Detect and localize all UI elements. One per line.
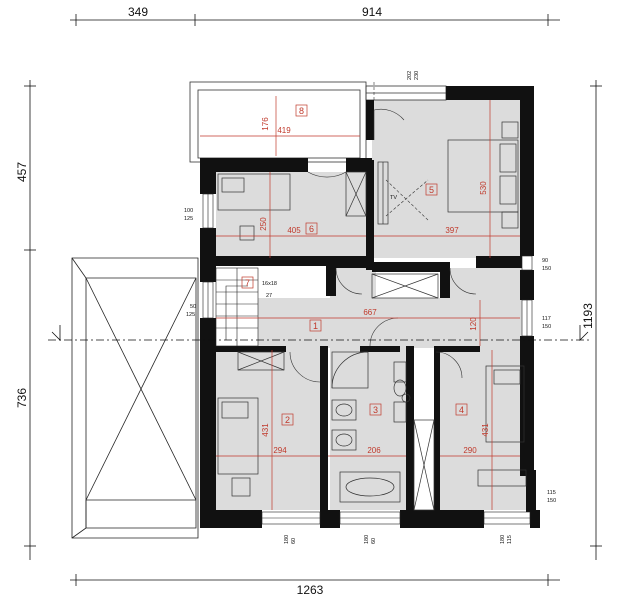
room-number-3: 3 bbox=[373, 405, 378, 415]
stair-sub-label: 27 bbox=[266, 293, 272, 299]
dim-r3-h: 206 bbox=[367, 446, 381, 455]
dim-r2-h: 294 bbox=[273, 446, 287, 455]
dim-right: 1193 bbox=[581, 303, 595, 329]
interior-dimension-labels: 419 176 405 250 397 530 667 120 294 431 … bbox=[259, 117, 490, 455]
dim-top-left: 349 bbox=[128, 5, 148, 19]
floor-fills bbox=[216, 100, 526, 510]
section-line bbox=[48, 325, 592, 341]
dim-bottom: 1263 bbox=[297, 583, 324, 597]
window-label: 150 bbox=[542, 266, 551, 272]
window-label: 90 bbox=[542, 258, 548, 264]
door-swings bbox=[289, 80, 477, 383]
window-label: 180 bbox=[364, 535, 370, 544]
window-label: 117 bbox=[542, 316, 551, 322]
window-label: 202 bbox=[407, 71, 413, 80]
windows bbox=[202, 193, 533, 525]
window-label: 180 bbox=[500, 535, 506, 544]
dim-r8-h: 419 bbox=[277, 126, 291, 135]
room-number-7: 7 bbox=[245, 278, 250, 288]
staircase bbox=[215, 267, 259, 347]
dim-r1-v: 120 bbox=[469, 317, 478, 331]
window-label: 125 bbox=[184, 216, 193, 222]
window-labels: 202 230 100 125 50 125 90 150 117 150 11… bbox=[184, 71, 556, 544]
window-label: 100 bbox=[184, 208, 193, 214]
window-label: 115 bbox=[547, 490, 556, 496]
overall-dimension-lines bbox=[24, 14, 602, 586]
window-label: 60 bbox=[371, 538, 377, 544]
window-label: 150 bbox=[542, 324, 551, 330]
dim-r4-v: 431 bbox=[481, 423, 490, 437]
stair-label: 16x18 bbox=[262, 281, 277, 287]
room-number-5: 5 bbox=[429, 185, 434, 195]
room-number-1: 1 bbox=[313, 321, 318, 331]
dim-r5-v: 530 bbox=[479, 181, 488, 195]
dim-left-upper: 457 bbox=[15, 162, 29, 182]
room-number-6: 6 bbox=[309, 224, 314, 234]
walls bbox=[200, 86, 540, 528]
dim-r1-h: 667 bbox=[363, 308, 377, 317]
dim-r4-h: 290 bbox=[463, 446, 477, 455]
room-number-2: 2 bbox=[285, 415, 290, 425]
window-label: 150 bbox=[547, 498, 556, 504]
window-label: 125 bbox=[186, 312, 195, 318]
room-numbers: 8 6 5 7 1 2 3 4 bbox=[241, 104, 468, 426]
furniture bbox=[217, 121, 527, 511]
window-label: 230 bbox=[414, 71, 420, 80]
overall-dimension-labels: 349 914 1263 457 736 1193 bbox=[15, 5, 595, 597]
interior-dimension-lines bbox=[200, 96, 520, 510]
dim-top-right: 914 bbox=[362, 5, 382, 19]
dim-r2-v: 431 bbox=[261, 423, 270, 437]
dim-r6-h: 405 bbox=[287, 226, 301, 235]
room-number-4: 4 bbox=[459, 405, 464, 415]
tv-label: TV bbox=[390, 195, 397, 201]
roof-overhang bbox=[71, 257, 199, 539]
window-label: 50 bbox=[190, 304, 196, 310]
dim-r5-h: 397 bbox=[445, 226, 459, 235]
window-label: 60 bbox=[291, 538, 297, 544]
window-label: 115 bbox=[507, 535, 513, 544]
dim-r6-v: 250 bbox=[259, 217, 268, 231]
room-number-8: 8 bbox=[299, 106, 304, 116]
window-label: 180 bbox=[284, 535, 290, 544]
dim-r8-v: 176 bbox=[261, 117, 270, 131]
dim-left-lower: 736 bbox=[15, 388, 29, 408]
